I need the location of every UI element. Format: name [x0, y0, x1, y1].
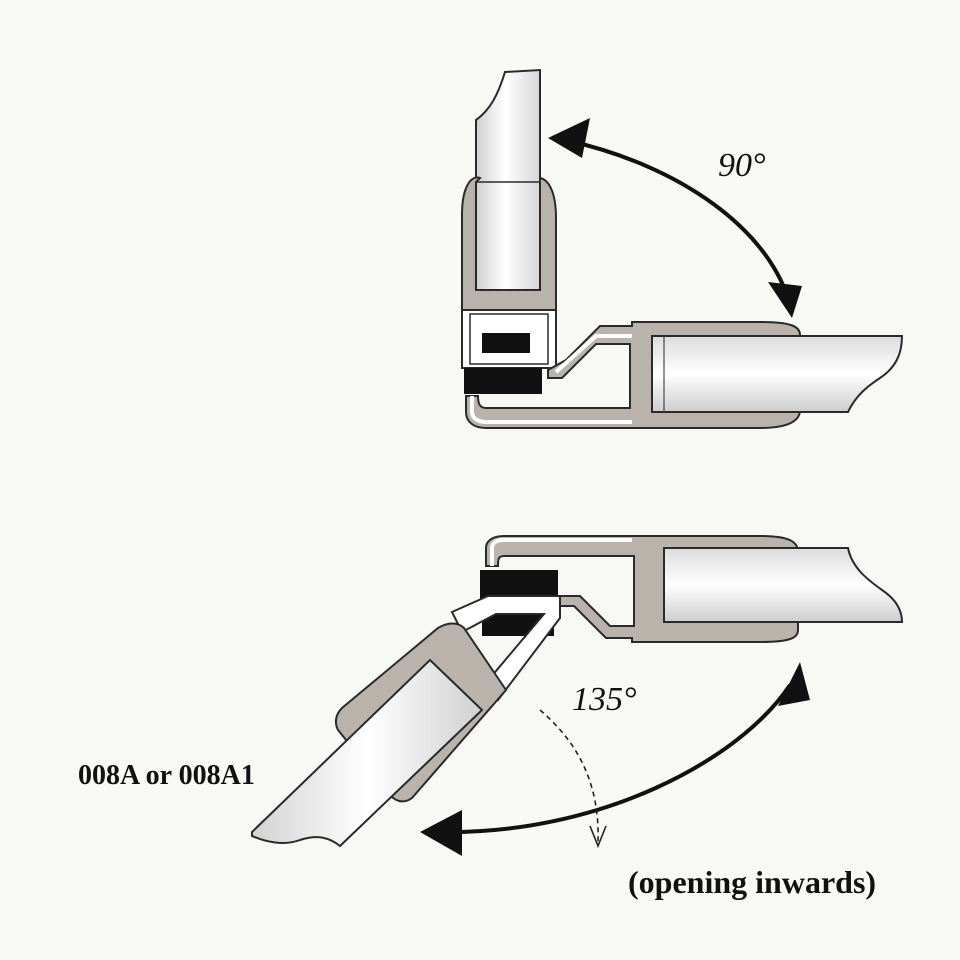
top-magnet-inner [482, 333, 530, 353]
swing-dashed-arc [539, 709, 599, 843]
top-magnet-outer [464, 368, 542, 394]
top-vertical-glass [475, 68, 541, 291]
bottom-horizontal-glass [663, 547, 904, 623]
opening-direction-label: (opening inwards) [628, 864, 876, 900]
top-assembly-90 [461, 68, 904, 429]
top-angle-arrow [564, 138, 792, 306]
angle-label-135: 135° [572, 681, 637, 718]
top-horizontal-glass [651, 335, 904, 413]
angle-label-90: 90° [718, 147, 766, 184]
bottom-assembly-135 [251, 535, 904, 856]
bottom-angled-glass [251, 658, 484, 848]
bottom-angle-arrow [439, 683, 792, 835]
model-label: 008A or 008A1 [78, 760, 255, 791]
